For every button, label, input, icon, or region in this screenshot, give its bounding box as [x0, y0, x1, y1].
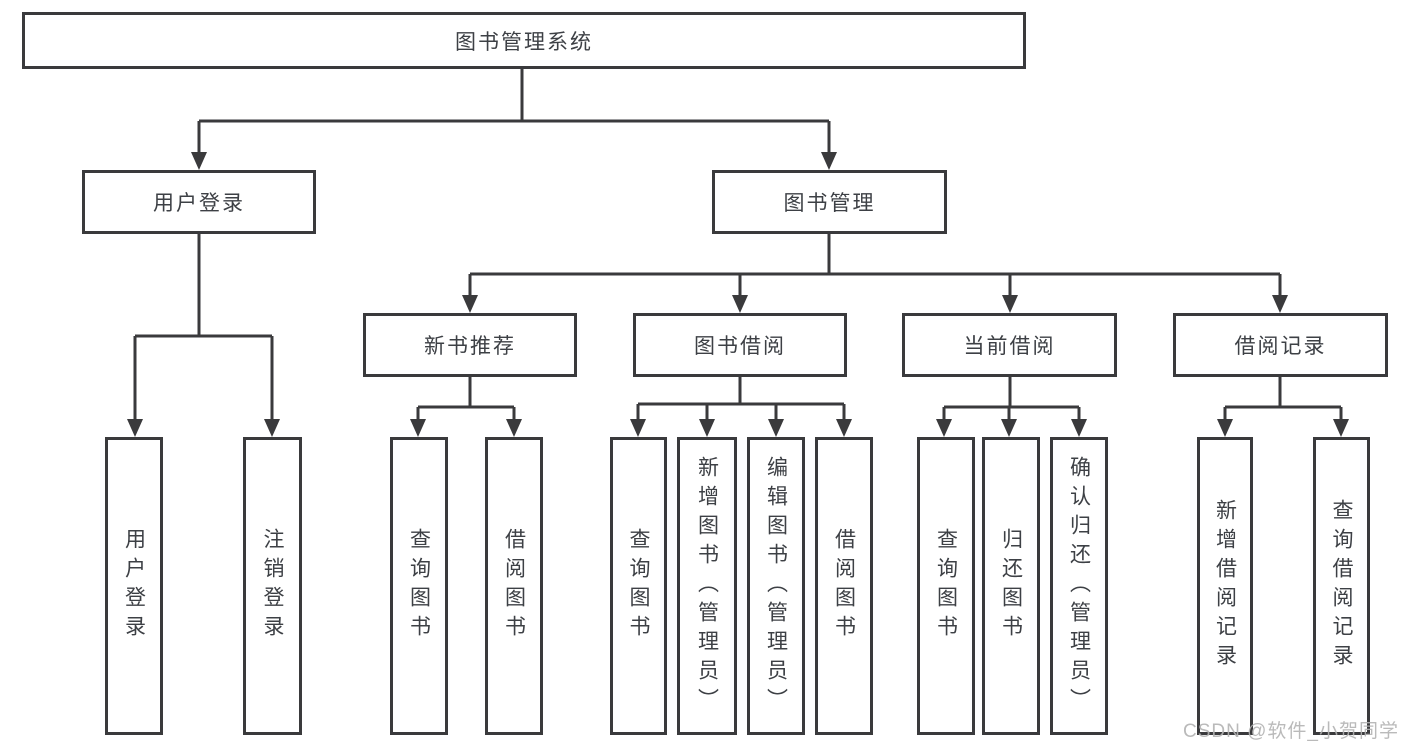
- csdn-watermark: CSDN @软件_小贺同学: [1183, 721, 1399, 742]
- leaf-query-books-borrow: 查询图书: [610, 437, 667, 735]
- node-label: 查询图书: [627, 528, 650, 644]
- node-label: 当前借阅: [963, 335, 1056, 358]
- leaf-query-borrow-record: 查询借阅记录: [1313, 437, 1370, 735]
- leaf-edit-book-admin: 编辑图书（管理员）: [747, 437, 805, 735]
- node-book-management: 图书管理: [712, 170, 947, 234]
- leaf-borrow-books-recommend: 借阅图书: [485, 437, 543, 735]
- node-label: 新增借阅记录: [1213, 499, 1237, 673]
- node-label: 图书管理系统: [455, 30, 593, 54]
- node-label: 用户登录: [153, 192, 245, 215]
- node-label: 确认归还（管理员）: [1067, 455, 1091, 717]
- node-label: 新增图书（管理员）: [695, 455, 719, 717]
- node-label: 图书管理: [783, 192, 876, 215]
- node-current-borrow: 当前借阅: [902, 313, 1117, 377]
- node-label: 查询图书: [407, 528, 431, 644]
- leaf-confirm-return-admin: 确认归还（管理员）: [1050, 437, 1108, 735]
- leaf-query-books-current: 查询图书: [917, 437, 975, 735]
- leaf-add-book-admin: 新增图书（管理员）: [677, 437, 737, 735]
- node-label: 查询借阅记录: [1330, 499, 1353, 673]
- leaf-borrow-books: 借阅图书: [815, 437, 873, 735]
- node-label: 借阅图书: [832, 528, 856, 644]
- node-borrow-records: 借阅记录: [1173, 313, 1388, 377]
- leaf-query-books-recommend: 查询图书: [390, 437, 448, 735]
- node-label: 借阅图书: [502, 528, 526, 644]
- node-library-system: 图书管理系统: [22, 12, 1026, 69]
- leaf-logout: 注销登录: [243, 437, 302, 735]
- leaf-add-borrow-record: 新增借阅记录: [1197, 437, 1253, 735]
- node-label: 借阅记录: [1234, 335, 1327, 358]
- node-label: 注销登录: [261, 528, 284, 644]
- leaf-user-login: 用户登录: [105, 437, 163, 735]
- node-new-book-recommend: 新书推荐: [363, 313, 577, 377]
- node-label: 编辑图书（管理员）: [764, 455, 788, 717]
- node-label: 归还图书: [999, 528, 1023, 644]
- node-book-borrow: 图书借阅: [633, 313, 847, 377]
- node-label: 新书推荐: [424, 335, 516, 358]
- node-label: 查询图书: [934, 528, 958, 644]
- node-user-login: 用户登录: [82, 170, 316, 234]
- leaf-return-books: 归还图书: [982, 437, 1040, 735]
- node-label: 用户登录: [122, 528, 146, 644]
- node-label: 图书借阅: [694, 335, 786, 358]
